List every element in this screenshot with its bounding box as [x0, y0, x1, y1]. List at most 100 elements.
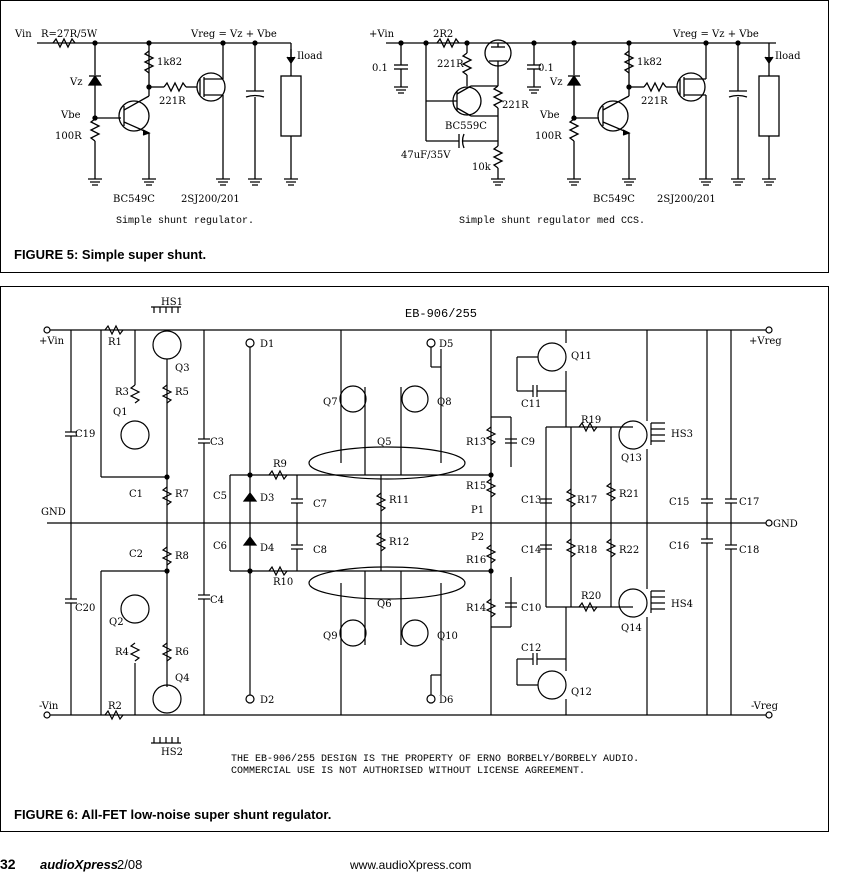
label-iload-right: Iload: [775, 51, 801, 62]
label-c6: C6: [213, 541, 227, 552]
label-hs3: HS3: [671, 429, 693, 440]
label-c14: C14: [521, 545, 541, 556]
label-vbe: Vbe: [60, 110, 81, 121]
label-vin-right: +Vin: [369, 29, 395, 40]
label-q8: Q8: [437, 397, 452, 408]
label-hs1: HS1: [161, 297, 183, 308]
label-100r: 100R: [55, 131, 82, 142]
label-221r-a: 221R: [437, 59, 464, 70]
label-c2: C2: [129, 549, 143, 560]
label-gnd-left: GND: [41, 507, 66, 518]
right-circuit-title: Simple shunt regulator med CCS.: [459, 215, 645, 227]
label-r13: R13: [466, 437, 486, 448]
issue-number: 2/08: [117, 857, 143, 872]
label-r11: R11: [389, 495, 409, 506]
label-r14: R14: [466, 603, 486, 614]
label-r2: R2: [108, 701, 122, 712]
label-vbe-right: Vbe: [539, 110, 560, 121]
label-c01b: 0.1: [538, 63, 554, 74]
label-q5: Q5: [377, 437, 392, 448]
label-d5: D5: [439, 339, 453, 350]
label-r15: R15: [466, 481, 486, 492]
website-url: www.audioXpress.com: [350, 858, 472, 872]
figure-6-labels: EB-906/255 +Vin -Vin GND GND +Vreg -Vreg…: [39, 297, 798, 777]
label-c1: C1: [129, 489, 143, 500]
label-c8: C8: [313, 545, 327, 556]
figure-5-panel: Vin R=27R/5W Vreg = Vz + Vbe Iload Vz Vb…: [0, 0, 829, 273]
label-q12: Q12: [571, 687, 592, 698]
label-vreg-right: Vreg = Vz + Vbe: [672, 29, 759, 40]
schematic-left: [37, 37, 302, 186]
label-r18: R18: [577, 545, 597, 556]
label-r12: R12: [389, 537, 409, 548]
label-q1: Q1: [113, 407, 128, 418]
license-notice-line-2: COMMERCIAL USE IS NOT AUTHORISED WITHOUT…: [231, 766, 585, 777]
magazine-name: audioXpress: [40, 857, 119, 872]
label-vreg-pos: +Vreg: [749, 336, 782, 347]
label-c11: C11: [521, 399, 541, 410]
label-iload: Iload: [297, 51, 323, 62]
label-r20: R20: [581, 591, 601, 602]
label-r27: R=27R/5W: [41, 29, 98, 40]
page-footer: 32 audioXpress 2/08 www.audioXpress.com: [0, 856, 844, 878]
label-r17: R17: [577, 495, 597, 506]
label-p1: P1: [471, 505, 484, 516]
figure-6-panel: EB-906/255 +Vin -Vin GND GND +Vreg -Vreg…: [0, 286, 829, 832]
license-notice-line-1: THE EB-906/255 DESIGN IS THE PROPERTY OF…: [231, 753, 639, 765]
label-q2: Q2: [109, 617, 124, 628]
label-r10: R10: [273, 577, 293, 588]
label-r21: R21: [619, 489, 639, 500]
label-c3: C3: [210, 437, 224, 448]
label-r4: R4: [115, 647, 129, 658]
label-d2: D2: [260, 695, 274, 706]
label-c4: C4: [210, 595, 224, 606]
label-c16: C16: [669, 541, 689, 552]
label-vreg-neg: -Vreg: [751, 701, 779, 712]
figure-5-schematic: Vin R=27R/5W Vreg = Vz + Vbe Iload Vz Vb…: [14, 29, 801, 227]
label-hs4: HS4: [671, 599, 693, 610]
label-vz: Vz: [69, 77, 83, 88]
label-q14: Q14: [621, 623, 642, 634]
label-r7: R7: [175, 489, 189, 500]
label-c17: C17: [739, 497, 759, 508]
label-q13: Q13: [621, 453, 642, 464]
label-q10: Q10: [437, 631, 458, 642]
label-vz-right: Vz: [549, 77, 563, 88]
label-d4: D4: [260, 543, 274, 554]
label-c19: C19: [75, 429, 95, 440]
label-vin-neg: -Vin: [39, 701, 59, 712]
label-c18: C18: [739, 545, 759, 556]
label-q7: Q7: [323, 397, 338, 408]
label-r1: R1: [108, 337, 122, 348]
label-1k82-right: 1k82: [637, 57, 662, 68]
label-47uf: 47uF/35V: [401, 150, 451, 161]
figure-6-schematic: EB-906/255 +Vin -Vin GND GND +Vreg -Vreg…: [39, 297, 798, 777]
schematic-right: [386, 37, 780, 186]
label-2sj200-right: 2SJ200/201: [657, 194, 716, 205]
label-221r-b: 221R: [502, 100, 529, 111]
label-r6: R6: [175, 647, 189, 658]
label-221r-right: 221R: [641, 96, 668, 107]
figure-6-caption: FIGURE 6: All-FET low-noise super shunt …: [14, 807, 332, 822]
label-r19: R19: [581, 415, 601, 426]
label-2r2: 2R2: [433, 29, 453, 40]
label-q4: Q4: [175, 673, 190, 684]
schematic-left-labels: Vin R=27R/5W Vreg = Vz + Vbe Iload Vz Vb…: [14, 29, 323, 227]
label-d1: D1: [260, 339, 274, 350]
label-q3: Q3: [175, 363, 190, 374]
label-c01a: 0.1: [372, 63, 388, 74]
label-1k82: 1k82: [157, 57, 182, 68]
label-2sj200: 2SJ200/201: [181, 194, 240, 205]
label-c12: C12: [521, 643, 541, 654]
label-r16: R16: [466, 555, 486, 566]
label-d6: D6: [439, 695, 453, 706]
label-c15: C15: [669, 497, 689, 508]
label-bc549c-right: BC549C: [593, 194, 635, 205]
label-hs2: HS2: [161, 747, 183, 758]
label-r5: R5: [175, 387, 189, 398]
label-c7: C7: [313, 499, 327, 510]
label-r3: R3: [115, 387, 129, 398]
label-c9: C9: [521, 437, 535, 448]
label-vin-pos: +Vin: [39, 336, 65, 347]
label-r22: R22: [619, 545, 639, 556]
